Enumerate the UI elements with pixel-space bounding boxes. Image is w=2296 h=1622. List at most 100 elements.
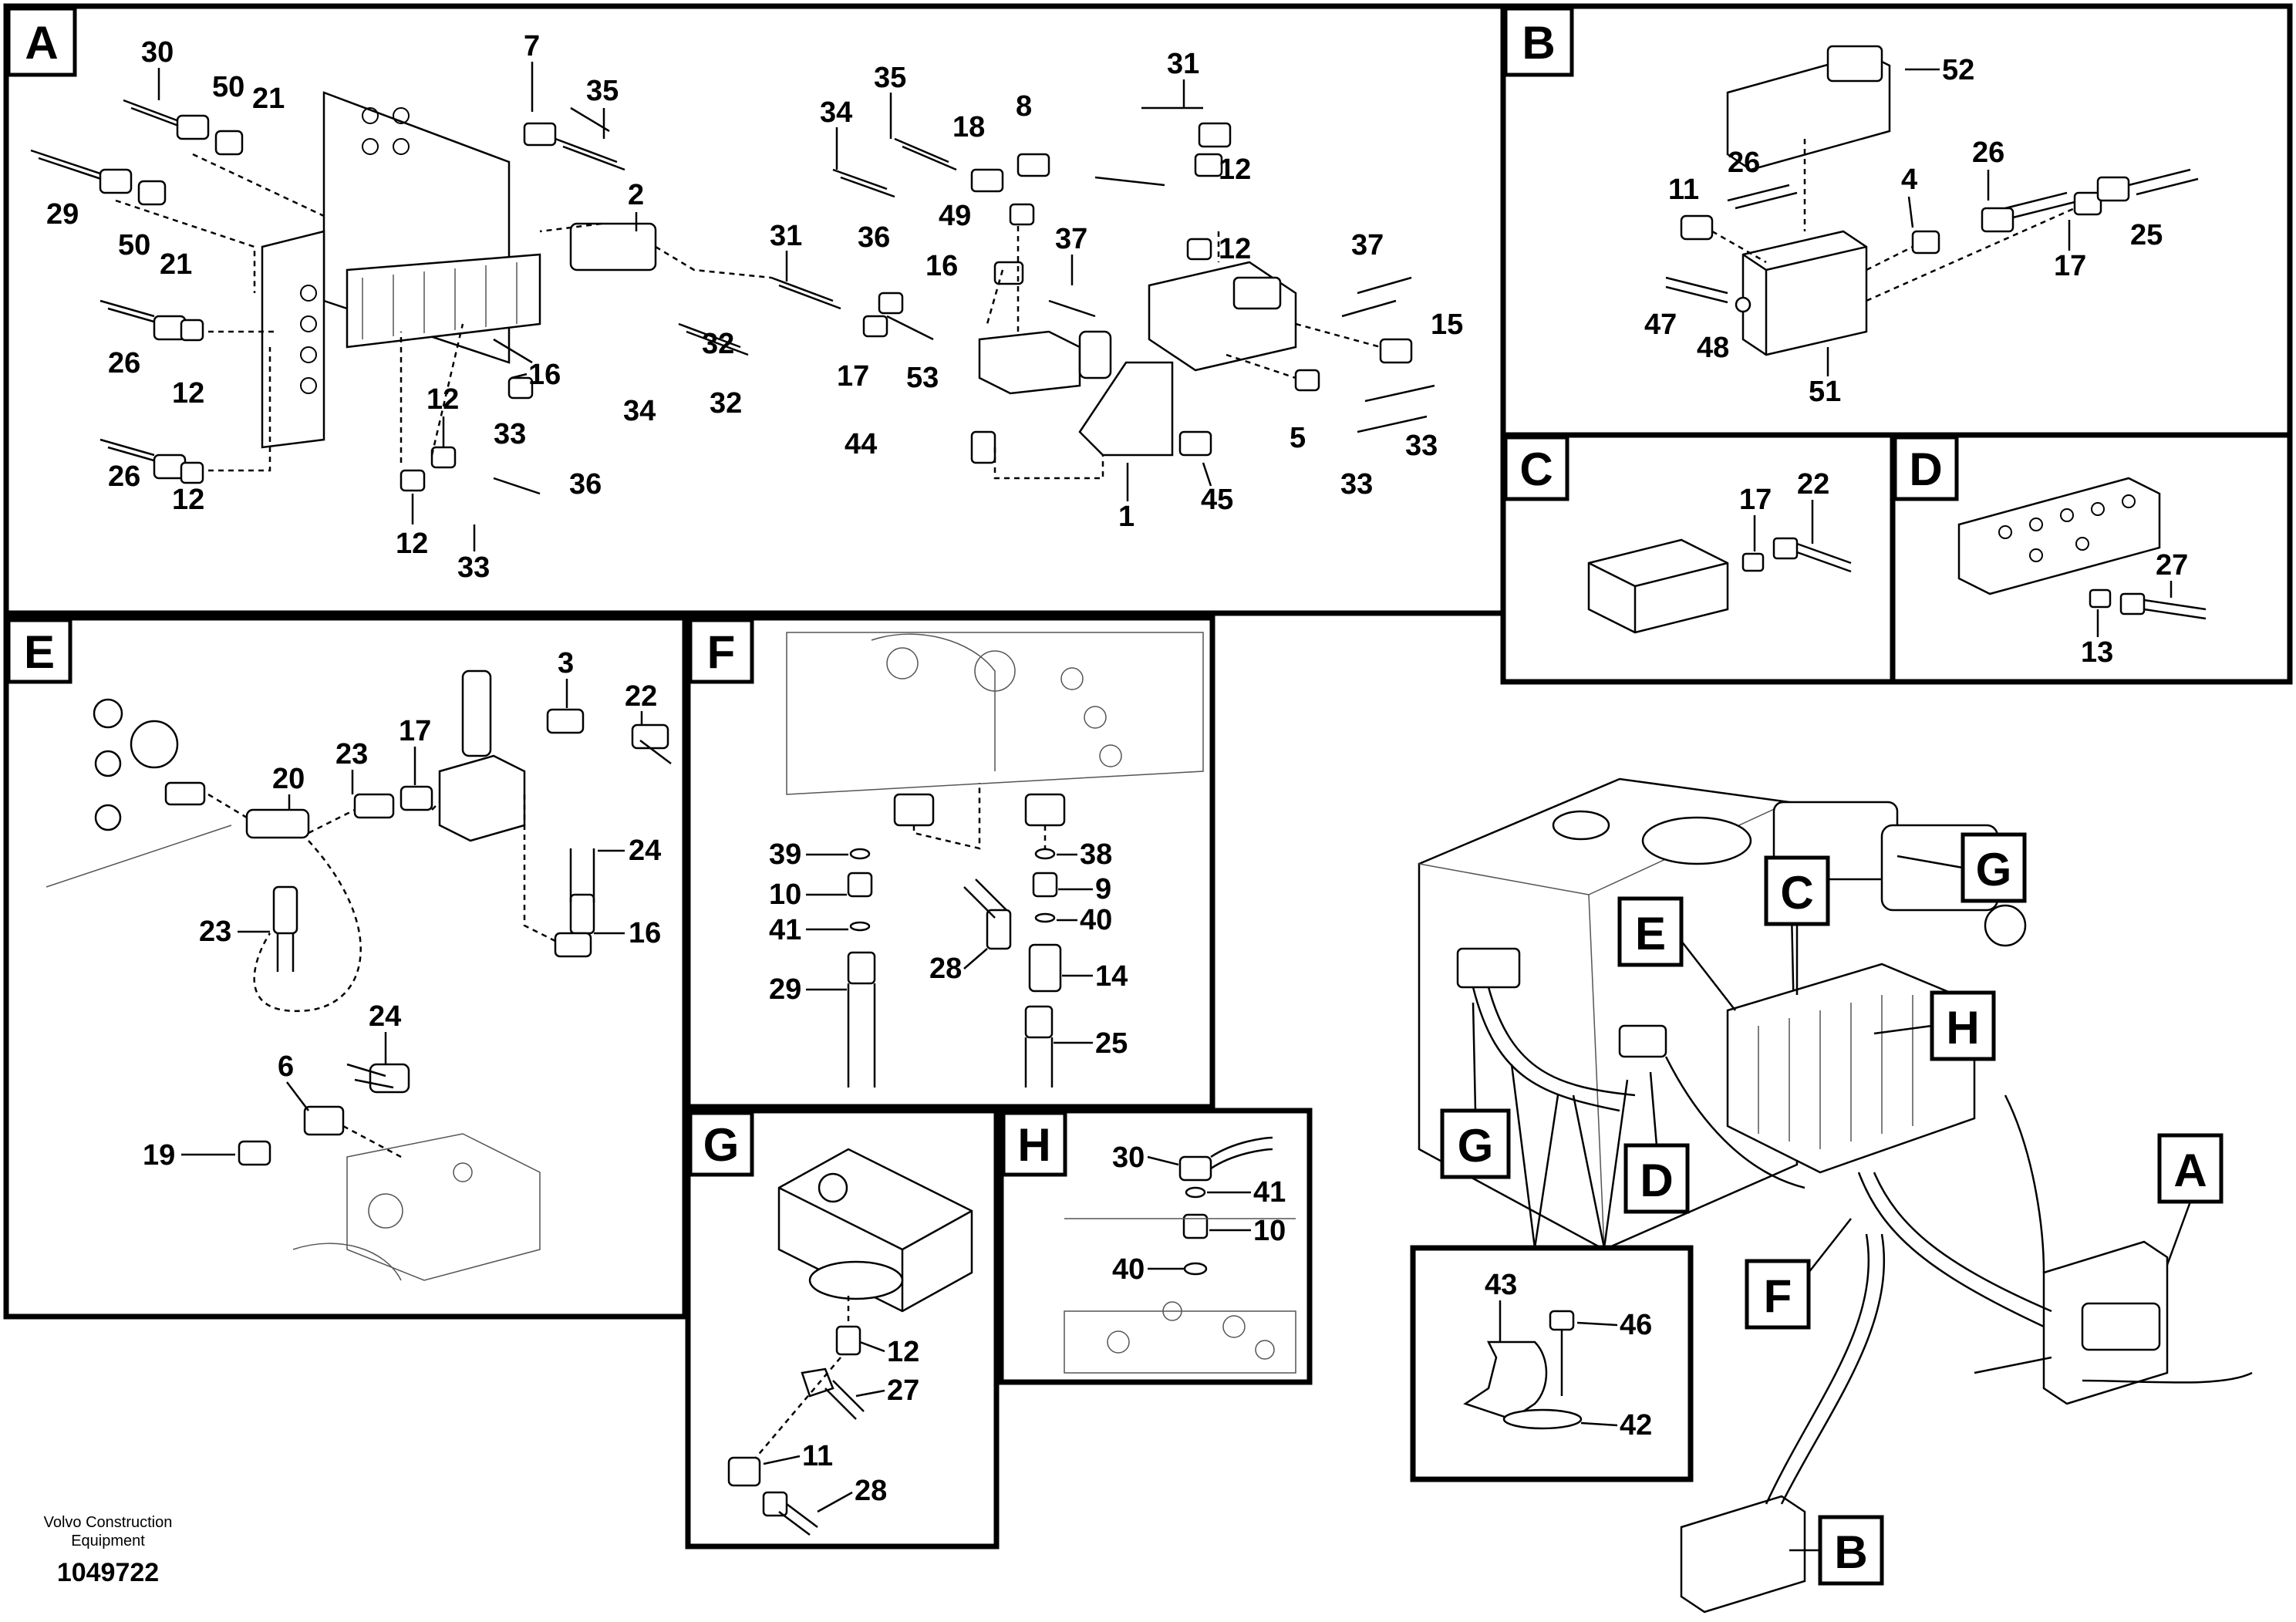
callout: 20 bbox=[272, 763, 305, 795]
overview-callouts: 43 46 42 bbox=[1485, 1269, 1652, 1442]
callout: 24 bbox=[369, 1000, 401, 1033]
panel-d-label: D bbox=[1893, 435, 1959, 501]
callout: 38 bbox=[1080, 838, 1112, 871]
panel-g-frame bbox=[685, 1108, 1000, 1549]
callout: 25 bbox=[2130, 219, 2163, 251]
callout: 39 bbox=[769, 838, 801, 871]
callout: 19 bbox=[143, 1139, 175, 1172]
panel-g-artwork bbox=[727, 1148, 973, 1536]
callout: 12 bbox=[426, 383, 459, 416]
callout: 37 bbox=[1351, 229, 1384, 261]
panel-d-callouts: 27 13 bbox=[2081, 549, 2188, 669]
callout: 26 bbox=[1972, 137, 2004, 169]
callout: 36 bbox=[858, 221, 890, 254]
callout: 12 bbox=[396, 528, 428, 560]
callout: 33 bbox=[457, 551, 490, 584]
callout: 17 bbox=[1739, 484, 1772, 516]
callout: 31 bbox=[770, 220, 802, 252]
overview-tag-b: B bbox=[1789, 1515, 1884, 1586]
panel-f-artwork bbox=[786, 632, 1204, 1088]
panel-b-callouts: 52 11 26 4 26 25 47 48 51 17 bbox=[1644, 54, 2163, 408]
overview-tag-a: A bbox=[2157, 1133, 2224, 1266]
panel-e-callouts: 3 22 17 20 23 24 23 16 24 6 19 bbox=[143, 647, 661, 1172]
svg-text:H: H bbox=[1946, 1002, 1979, 1054]
callout: 28 bbox=[929, 953, 962, 985]
callout: 29 bbox=[769, 973, 801, 1006]
panel-c-artwork bbox=[1587, 537, 1852, 634]
callout: 36 bbox=[569, 468, 602, 501]
panel-h-frame bbox=[998, 1108, 1313, 1385]
callout: 9 bbox=[1095, 873, 1111, 905]
callout: 16 bbox=[528, 359, 561, 391]
callout: 6 bbox=[278, 1050, 294, 1083]
callout: 16 bbox=[629, 917, 661, 949]
callout: 15 bbox=[1431, 309, 1463, 341]
svg-text:C: C bbox=[1519, 443, 1553, 495]
callout: 26 bbox=[1728, 147, 1760, 179]
callout: 32 bbox=[710, 387, 742, 420]
footer-drawing-number: 1049722 bbox=[56, 1558, 160, 1587]
svg-text:D: D bbox=[1909, 443, 1942, 495]
callout: 27 bbox=[2156, 549, 2188, 582]
svg-text:D: D bbox=[1640, 1155, 1673, 1206]
callout: 11 bbox=[802, 1440, 833, 1472]
svg-text:G: G bbox=[703, 1119, 740, 1171]
callout: 8 bbox=[1016, 90, 1032, 123]
callout: 10 bbox=[769, 878, 801, 911]
callout: 32 bbox=[702, 328, 734, 360]
callout: 12 bbox=[1219, 233, 1251, 265]
callout: 40 bbox=[1112, 1253, 1145, 1286]
overview-tag-h: H bbox=[1873, 990, 1996, 1061]
callout: 50 bbox=[118, 229, 150, 261]
callout: 35 bbox=[586, 75, 619, 107]
callout: 40 bbox=[1080, 904, 1112, 936]
callout: 12 bbox=[172, 377, 204, 410]
callout: 22 bbox=[1797, 468, 1829, 501]
callout: 34 bbox=[623, 395, 656, 427]
callout: 23 bbox=[335, 738, 368, 771]
panel-a-callouts: 30 50 21 29 50 21 7 35 2 26 12 26 12 12 … bbox=[46, 30, 1463, 584]
callout: 10 bbox=[1253, 1215, 1286, 1247]
callout: 51 bbox=[1809, 376, 1841, 408]
callout: 44 bbox=[845, 428, 877, 460]
callout: 30 bbox=[141, 36, 174, 69]
callout: 30 bbox=[1112, 1141, 1145, 1174]
callout: 42 bbox=[1620, 1409, 1652, 1442]
footer-brand-line1: Volvo Construction bbox=[43, 1514, 173, 1531]
overview-tag-d: D bbox=[1623, 1071, 1690, 1214]
overview-tag-f: F bbox=[1745, 1218, 1852, 1330]
svg-text:B: B bbox=[1522, 17, 1555, 69]
svg-text:E: E bbox=[1635, 908, 1666, 959]
svg-text:F: F bbox=[707, 626, 736, 678]
callout: 49 bbox=[939, 200, 971, 232]
callout: 33 bbox=[1340, 468, 1373, 501]
callout: 4 bbox=[1901, 164, 1917, 196]
callout: 21 bbox=[252, 83, 285, 115]
panel-c-label: C bbox=[1503, 435, 1569, 501]
machine-overview-artwork bbox=[1410, 777, 2253, 1614]
callout: 1 bbox=[1118, 501, 1135, 533]
svg-text:A: A bbox=[25, 17, 58, 69]
panel-h-label: H bbox=[1001, 1111, 1067, 1177]
callout: 41 bbox=[1253, 1176, 1286, 1209]
overview-tag-g-top: G bbox=[1896, 832, 2027, 903]
panel-d-frame bbox=[1890, 432, 2293, 685]
callout: 22 bbox=[625, 680, 657, 713]
svg-text:G: G bbox=[1976, 844, 2012, 895]
callout: 24 bbox=[629, 835, 661, 867]
callout: 48 bbox=[1697, 332, 1729, 364]
panel-f-label: F bbox=[688, 618, 754, 684]
footer-brand-line2: Equipment bbox=[71, 1533, 145, 1549]
callout: 28 bbox=[855, 1475, 887, 1507]
callout: 18 bbox=[952, 111, 985, 143]
callout: 43 bbox=[1485, 1269, 1517, 1301]
panel-e-label: E bbox=[6, 618, 72, 684]
svg-text:G: G bbox=[1458, 1120, 1494, 1172]
panel-b-label: B bbox=[1503, 6, 1574, 77]
panel-a-artwork bbox=[30, 91, 1435, 495]
panel-f-frame bbox=[685, 615, 1215, 1110]
callout: 47 bbox=[1644, 309, 1677, 341]
callout: 33 bbox=[1405, 430, 1438, 462]
overview-tag-g: G bbox=[1440, 1002, 1511, 1179]
